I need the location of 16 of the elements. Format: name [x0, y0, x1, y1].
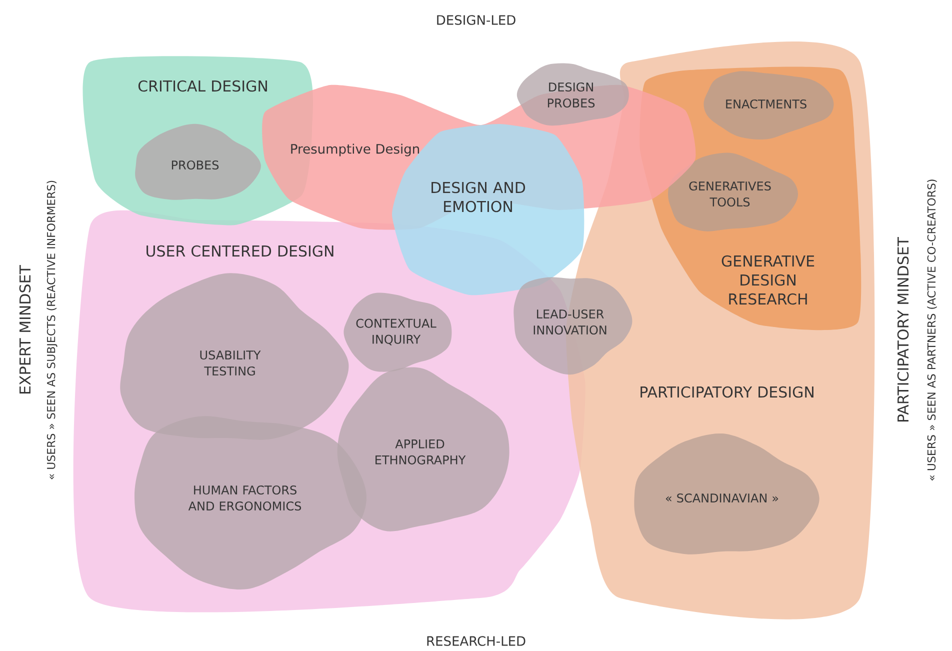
- method-blob: GENERATIVES TOOLS: [668, 152, 798, 232]
- method-blob: LEAD-USER INNOVATION: [514, 277, 632, 375]
- axis-label: EXPERT MINDSET: [19, 265, 31, 394]
- method-blob: APPLIED ETHNOGRAPHY: [337, 367, 510, 532]
- direction-label: RESEARCH-LED: [427, 636, 526, 646]
- method-blob: « SCANDINAVIAN »: [634, 433, 820, 554]
- axis-label: PARTICIPATORY MINDSET: [897, 236, 909, 422]
- method-blob: HUMAN FACTORS AND ERGONOMICS: [134, 416, 366, 590]
- method-blob: DESIGN PROBES: [516, 63, 629, 126]
- method-blob: USABILITY TESTING: [120, 273, 349, 440]
- axis-note: « USERS » SEEN AS SUBJECTS (REACTIVE INFORMERS): [46, 180, 58, 480]
- method-blob: ENACTMENTS: [704, 71, 834, 140]
- direction-label: DESIGN-LED: [437, 15, 516, 25]
- method-blob: CONTEXTUAL INQUIRY: [344, 292, 452, 372]
- axis-note: « USERS » SEEN AS PARTNERS (ACTIVE CO-CREATORS): [927, 180, 937, 480]
- method-blob: PROBES: [135, 124, 261, 200]
